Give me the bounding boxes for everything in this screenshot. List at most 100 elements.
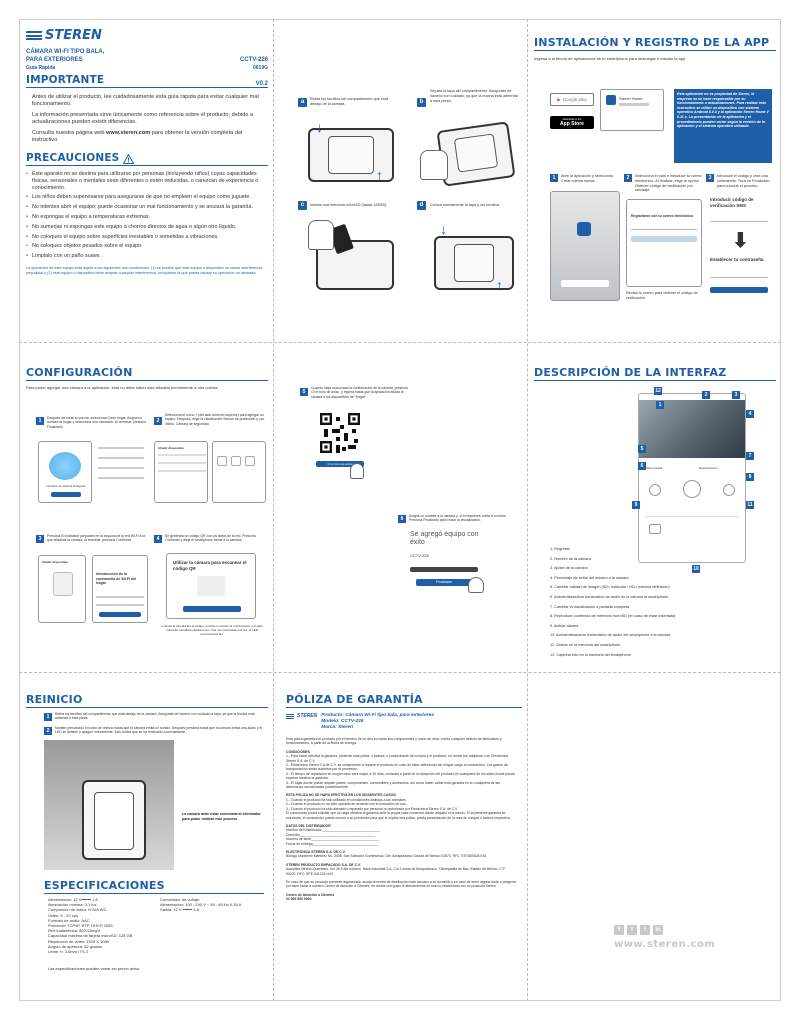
- cover-close-illustration: ↓ ↑: [420, 220, 520, 295]
- legend-item: 12. Capturar foto en la memoria del smar…: [550, 652, 631, 657]
- google-play-button[interactable]: ▶Google play: [550, 93, 594, 106]
- step-text: Selecciona el país e introduce tu correo…: [635, 174, 702, 193]
- device-name: CCTV-226: [410, 553, 429, 558]
- facebook-icon[interactable]: f: [627, 925, 637, 935]
- email-field[interactable]: [631, 226, 697, 230]
- exclusion-item: El consumidor podrá solicitar que se hag…: [286, 811, 511, 820]
- screen-title: Establecer tu contraseña: [710, 257, 764, 262]
- step-text: Coloca nuevamente la tapa y los tornillo…: [430, 203, 501, 207]
- callout-badge: 5: [638, 445, 646, 453]
- callout-badge: 10: [692, 565, 700, 573]
- continue-button[interactable]: [183, 606, 241, 612]
- record-button[interactable]: [723, 484, 735, 496]
- company-title: ELECTRÓNICA STEREN S.A. DE C.V.: [286, 849, 346, 854]
- condition-item: 2.- Electrónica Steren S.A de C.V. se co…: [286, 763, 508, 772]
- legend-item: 11. Grabar en la memoria del smartphone: [550, 642, 621, 647]
- wifi-password-field[interactable]: [96, 604, 144, 606]
- guide-label: Guía Rápida: [26, 65, 56, 71]
- panel-qr-confirm: 5 Cuando haya escuchado la confirmación …: [280, 355, 522, 660]
- spec-item: Formato de audio: AAC: [48, 917, 90, 923]
- fold-line: [19, 342, 781, 343]
- precaution-item: No sumerjas ni expongas este equipo a ch…: [26, 224, 268, 231]
- warranty-intro: Esta póliza garantiza el producto por el…: [286, 737, 502, 746]
- finish-button[interactable]: Finalizado: [416, 579, 472, 586]
- install-intro: Ingresa a la tienda de aplicaciones de t…: [534, 56, 687, 61]
- spec-item: Capacidad máxima de tarjeta microSD: 128…: [48, 933, 133, 939]
- step-number: 1: [550, 174, 558, 182]
- spec-item: Red inalámbrica: 802.11b/g/n: [48, 928, 100, 934]
- company-title: STEREN PRODUCTO EMPACADO S.A. DE C.V.: [286, 862, 361, 867]
- arrow-down-icon: ↓: [316, 119, 323, 135]
- step-number: 1: [36, 417, 44, 425]
- twitter-icon[interactable]: t: [640, 925, 650, 935]
- camera-category-screen: [212, 441, 266, 503]
- screen-title: Añadir dispositivo: [158, 446, 185, 450]
- step-number: 2: [624, 174, 632, 182]
- steren-logo: STEREN: [26, 28, 268, 43]
- snapshot-button[interactable]: [649, 524, 661, 534]
- add-device-screen: Añadir dispositivo: [154, 441, 208, 503]
- get-code-button[interactable]: [631, 236, 697, 242]
- condition-item: 4.- El lugar donde puede adquirir partes…: [286, 780, 500, 790]
- siren-button[interactable]: [649, 484, 661, 496]
- linkedin-icon[interactable]: in: [653, 925, 663, 935]
- scan-qr-screen: Utilizar la cámara para escanear el códi…: [166, 553, 256, 619]
- step-number: 1: [44, 713, 52, 721]
- distributor-field[interactable]: Domicilio_______________________________…: [286, 832, 376, 837]
- spec-item: Protocolo: TCP/IP, RTP, DHCP, DNS: [48, 923, 113, 929]
- exclusion-item: 1.- Cuando el producto ha sido utilizado…: [286, 797, 407, 802]
- camera-feed: [639, 400, 745, 458]
- callout-badge: 8: [746, 473, 754, 481]
- qr-code-screen: Oí el tono de aviso: [310, 413, 370, 483]
- password-field[interactable]: [710, 275, 768, 278]
- app-disclaimer-callout: Esta aplicación no es propiedad de Stere…: [674, 89, 772, 163]
- spec-item: Resolución de video: 1920 X 1080: [48, 938, 109, 944]
- create-home-button[interactable]: [51, 492, 81, 497]
- code-field[interactable]: [710, 219, 768, 222]
- step-number: 4: [154, 535, 162, 543]
- play-icon: ▶: [557, 96, 561, 102]
- product-line-1: CÁMARA WI-FI TIPO BALA,: [26, 49, 105, 55]
- screen-title: Registrarse con tu correo electrónico: [631, 214, 694, 218]
- confirm-button[interactable]: [99, 612, 141, 617]
- wifi-password-screen: Introducción de la contraseña de Wi-Fi d…: [92, 555, 148, 623]
- step-text: Introduce el código y crea una contraseñ…: [717, 174, 770, 188]
- legend-item: 10. Activar/desactivar transmisión de au…: [550, 633, 671, 638]
- website-link[interactable]: www.steren.com: [106, 130, 151, 136]
- callout-badge: 4: [746, 410, 754, 418]
- register-email-screen: Registrarse con tu correo electrónico: [626, 199, 702, 287]
- website-footer[interactable]: www.steren.com: [614, 939, 716, 950]
- distributor-field[interactable]: Número de serie_________________________…: [286, 837, 379, 842]
- legend-item: 7. Cambiar la visualización a pantalla c…: [550, 604, 630, 609]
- spec-item: Salida: 12 V ⎓⎓⎓ 1 A: [160, 907, 200, 913]
- step-number: 3: [706, 174, 714, 182]
- step-text: Inserta una memoria microSD (hasta 128GB…: [310, 203, 388, 207]
- distributor-field[interactable]: Fecha de entrega________________________…: [286, 841, 379, 846]
- contact-phone: 01 800 500 9000: [286, 897, 312, 902]
- talk-button[interactable]: [683, 480, 701, 498]
- legend-item: 6. Activar/desactivar transmisión de aud…: [550, 594, 669, 599]
- wifi-ssid-field[interactable]: [96, 596, 144, 598]
- callout-badge: 3: [732, 391, 740, 399]
- step-number: 5: [300, 388, 308, 396]
- callout-badge: 6: [638, 462, 646, 470]
- step-text: Después de crear tu cuenta, selecciona C…: [47, 416, 146, 429]
- app-welcome-screen: [550, 191, 620, 301]
- distributor-field[interactable]: Nombre del Distribuidor_________________…: [286, 828, 381, 833]
- create-account-button[interactable]: [561, 280, 609, 287]
- step-text: Asigna un nombre a la cámara y, si lo re…: [409, 514, 507, 523]
- panel-microsd: a Retira los tornillos del compartimento…: [280, 25, 522, 330]
- contact-title: Centro de Atención a Clientes: [286, 892, 335, 897]
- step-text: Separa la tapa del compartimento. Asegúr…: [430, 89, 518, 103]
- important-paragraph: Antes de utilizar el producto, lee cuida…: [32, 94, 259, 107]
- heard-tone-button[interactable]: Oí el tono de aviso: [316, 461, 364, 467]
- done-button[interactable]: [710, 287, 768, 293]
- specs-title: ESPECIFICACIONES: [44, 879, 264, 894]
- youtube-icon[interactable]: Y: [614, 925, 624, 935]
- condition-item: 1.- Para hacer efectiva la garantía, pre…: [286, 754, 509, 763]
- panel-configuration: CONFIGURACIÓN Para poder agregar una cám…: [26, 355, 268, 660]
- panel-interface: DESCRIPCIÓN DE LA INTERFAZ Pista privada…: [534, 355, 776, 660]
- configuration-title: CONFIGURACIÓN: [26, 366, 268, 381]
- screen-label: Reproducción: [699, 466, 718, 470]
